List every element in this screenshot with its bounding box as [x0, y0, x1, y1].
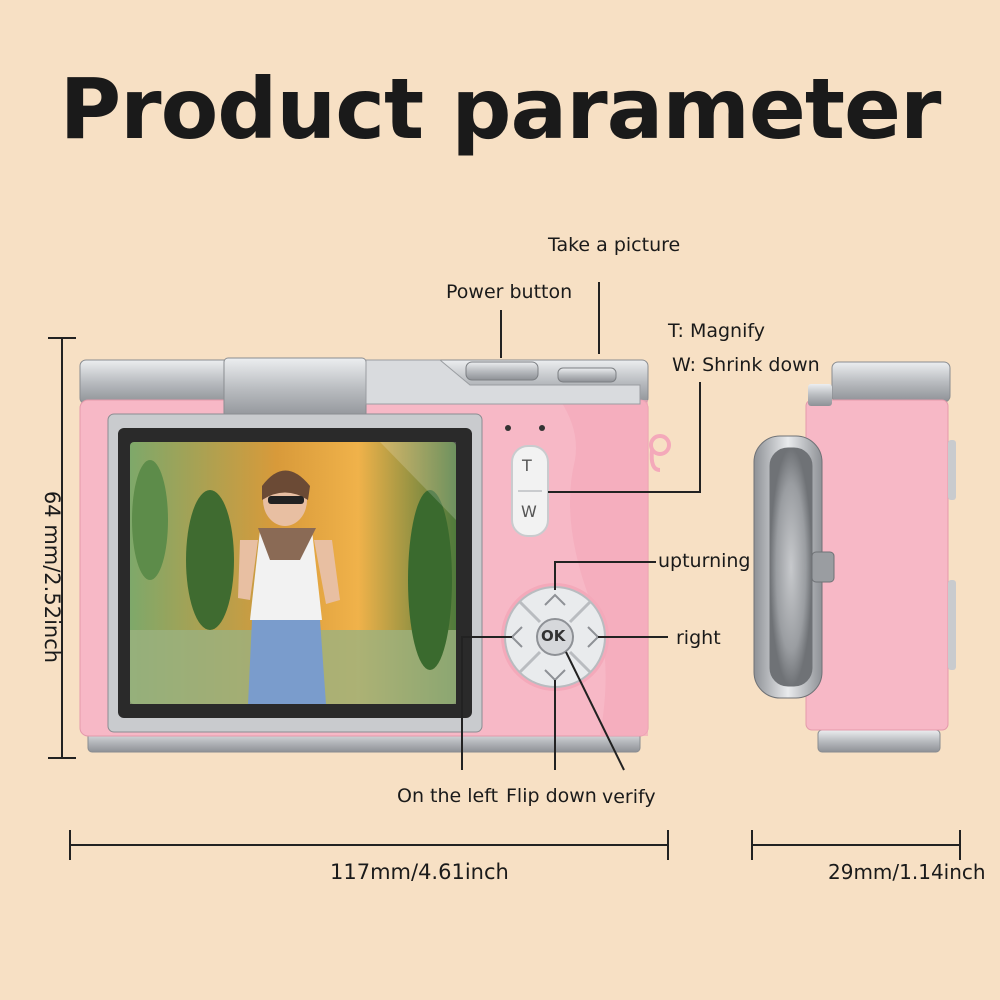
- height-dimension-label: 64 mm/2.52inch: [40, 490, 64, 664]
- callout-lines: [461, 282, 701, 771]
- depth-dimension-line: [751, 830, 961, 860]
- verify-label: verify: [602, 786, 656, 808]
- flip-down-label: Flip down: [506, 785, 597, 807]
- zoom-t-label: T: Magnify: [668, 320, 765, 342]
- right-label: right: [676, 627, 721, 649]
- up-arrow-icon: [544, 593, 566, 606]
- ok-button-label[interactable]: OK: [541, 627, 566, 645]
- tele-button-label[interactable]: T: [522, 456, 532, 475]
- page-title: Product parameter: [59, 60, 942, 158]
- lens-icon: [753, 435, 835, 699]
- height-dimension-line: [48, 337, 76, 759]
- power-button-label: Power button: [446, 281, 573, 303]
- upturning-label: upturning: [658, 550, 751, 572]
- camera-side-view: [805, 361, 956, 753]
- depth-dimension-label: 29mm/1.14inch: [828, 860, 986, 884]
- width-dimension-label: 117mm/4.61inch: [330, 860, 509, 884]
- take-picture-label: Take a picture: [548, 234, 681, 256]
- width-dimension-line: [69, 830, 669, 860]
- wide-button-label[interactable]: W: [521, 502, 537, 521]
- zoom-w-label: W: Shrink down: [672, 354, 820, 376]
- camera-back-view: [79, 357, 671, 753]
- on-the-left-label: On the left: [397, 785, 499, 807]
- ok-button[interactable]: [536, 618, 574, 656]
